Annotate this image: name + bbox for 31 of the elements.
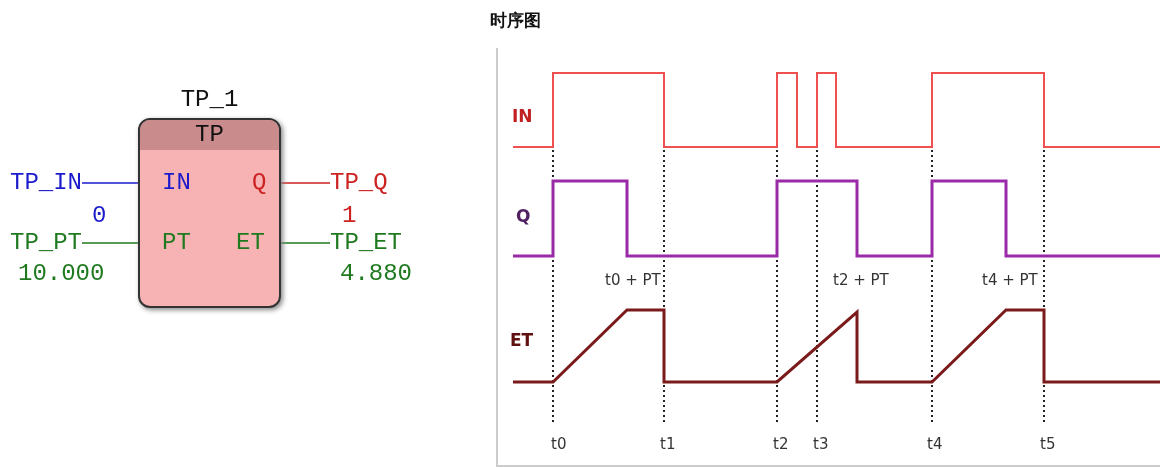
signal-label: IN: [512, 108, 533, 125]
variable-name: TP_PT: [10, 231, 82, 255]
variable-name: TP_IN: [10, 171, 82, 195]
chart-title: 时序图: [490, 12, 541, 29]
pin-label: PT: [162, 231, 191, 255]
value-label: 0: [92, 204, 107, 228]
wire: [81, 242, 139, 244]
time-label: t3: [813, 437, 829, 452]
variable-name: TP_Q: [330, 171, 388, 195]
pin-label: ET: [236, 231, 265, 255]
time-label: t1: [660, 437, 676, 452]
signal-label: ET: [510, 332, 534, 349]
variable-name: TP_ET: [330, 231, 402, 255]
time-label: t4: [927, 437, 943, 452]
block-type-header: TP: [140, 120, 279, 150]
time-label: t0: [551, 437, 567, 452]
value-label: 4.880: [340, 262, 412, 286]
time-annotation: t2 + PT: [833, 273, 889, 288]
pin-label: Q: [252, 171, 267, 195]
time-annotation: t4 + PT: [982, 273, 1038, 288]
wire: [280, 242, 331, 244]
wire: [280, 182, 331, 184]
block-instance-name: TP_1: [179, 88, 240, 112]
time-label: t2: [773, 437, 789, 452]
signal-label: Q: [516, 208, 531, 225]
time-label: t5: [1040, 437, 1056, 452]
wire: [81, 182, 139, 184]
pin-label: IN: [162, 171, 191, 195]
value-label: 1: [342, 204, 357, 228]
time-annotation: t0 + PT: [605, 273, 661, 288]
value-label: 10.000: [18, 262, 105, 286]
